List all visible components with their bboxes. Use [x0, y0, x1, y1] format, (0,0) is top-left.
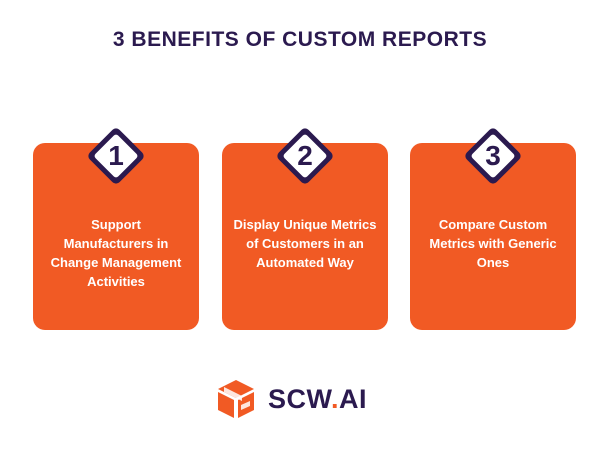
brand-logo: SCW.AI: [214, 377, 367, 421]
cube-logo-icon: [218, 380, 254, 418]
diamond-badge-icon: [465, 128, 521, 184]
logo-text-ai: AI: [339, 383, 368, 414]
badge-number-1: 1: [108, 140, 124, 171]
page-title: 3 BENEFITS OF CUSTOM REPORTS: [112, 28, 488, 51]
benefit-text-3: Compare Custom Metrics with Generic Ones: [429, 217, 557, 270]
benefit-text-1: Support Manufacturers in Change Manageme…: [50, 217, 182, 289]
benefit-text-2: Display Unique Metrics of Customers in a…: [233, 217, 377, 270]
logo-wordmark: SCW.AI: [268, 384, 367, 415]
number-badge-1: 1: [86, 126, 146, 186]
badge-number-3: 3: [485, 140, 501, 171]
diamond-badge-icon: [277, 128, 333, 184]
number-badge-2: 2: [275, 126, 335, 186]
benefit-card-3: Compare Custom Metrics with Generic Ones: [410, 143, 576, 330]
logo-text-dot: .: [331, 383, 340, 414]
logo-text-scw: SCW: [268, 383, 332, 414]
badge-number-2: 2: [297, 140, 313, 171]
number-badge-3: 3: [463, 126, 523, 186]
diamond-badge-icon: [88, 128, 144, 184]
